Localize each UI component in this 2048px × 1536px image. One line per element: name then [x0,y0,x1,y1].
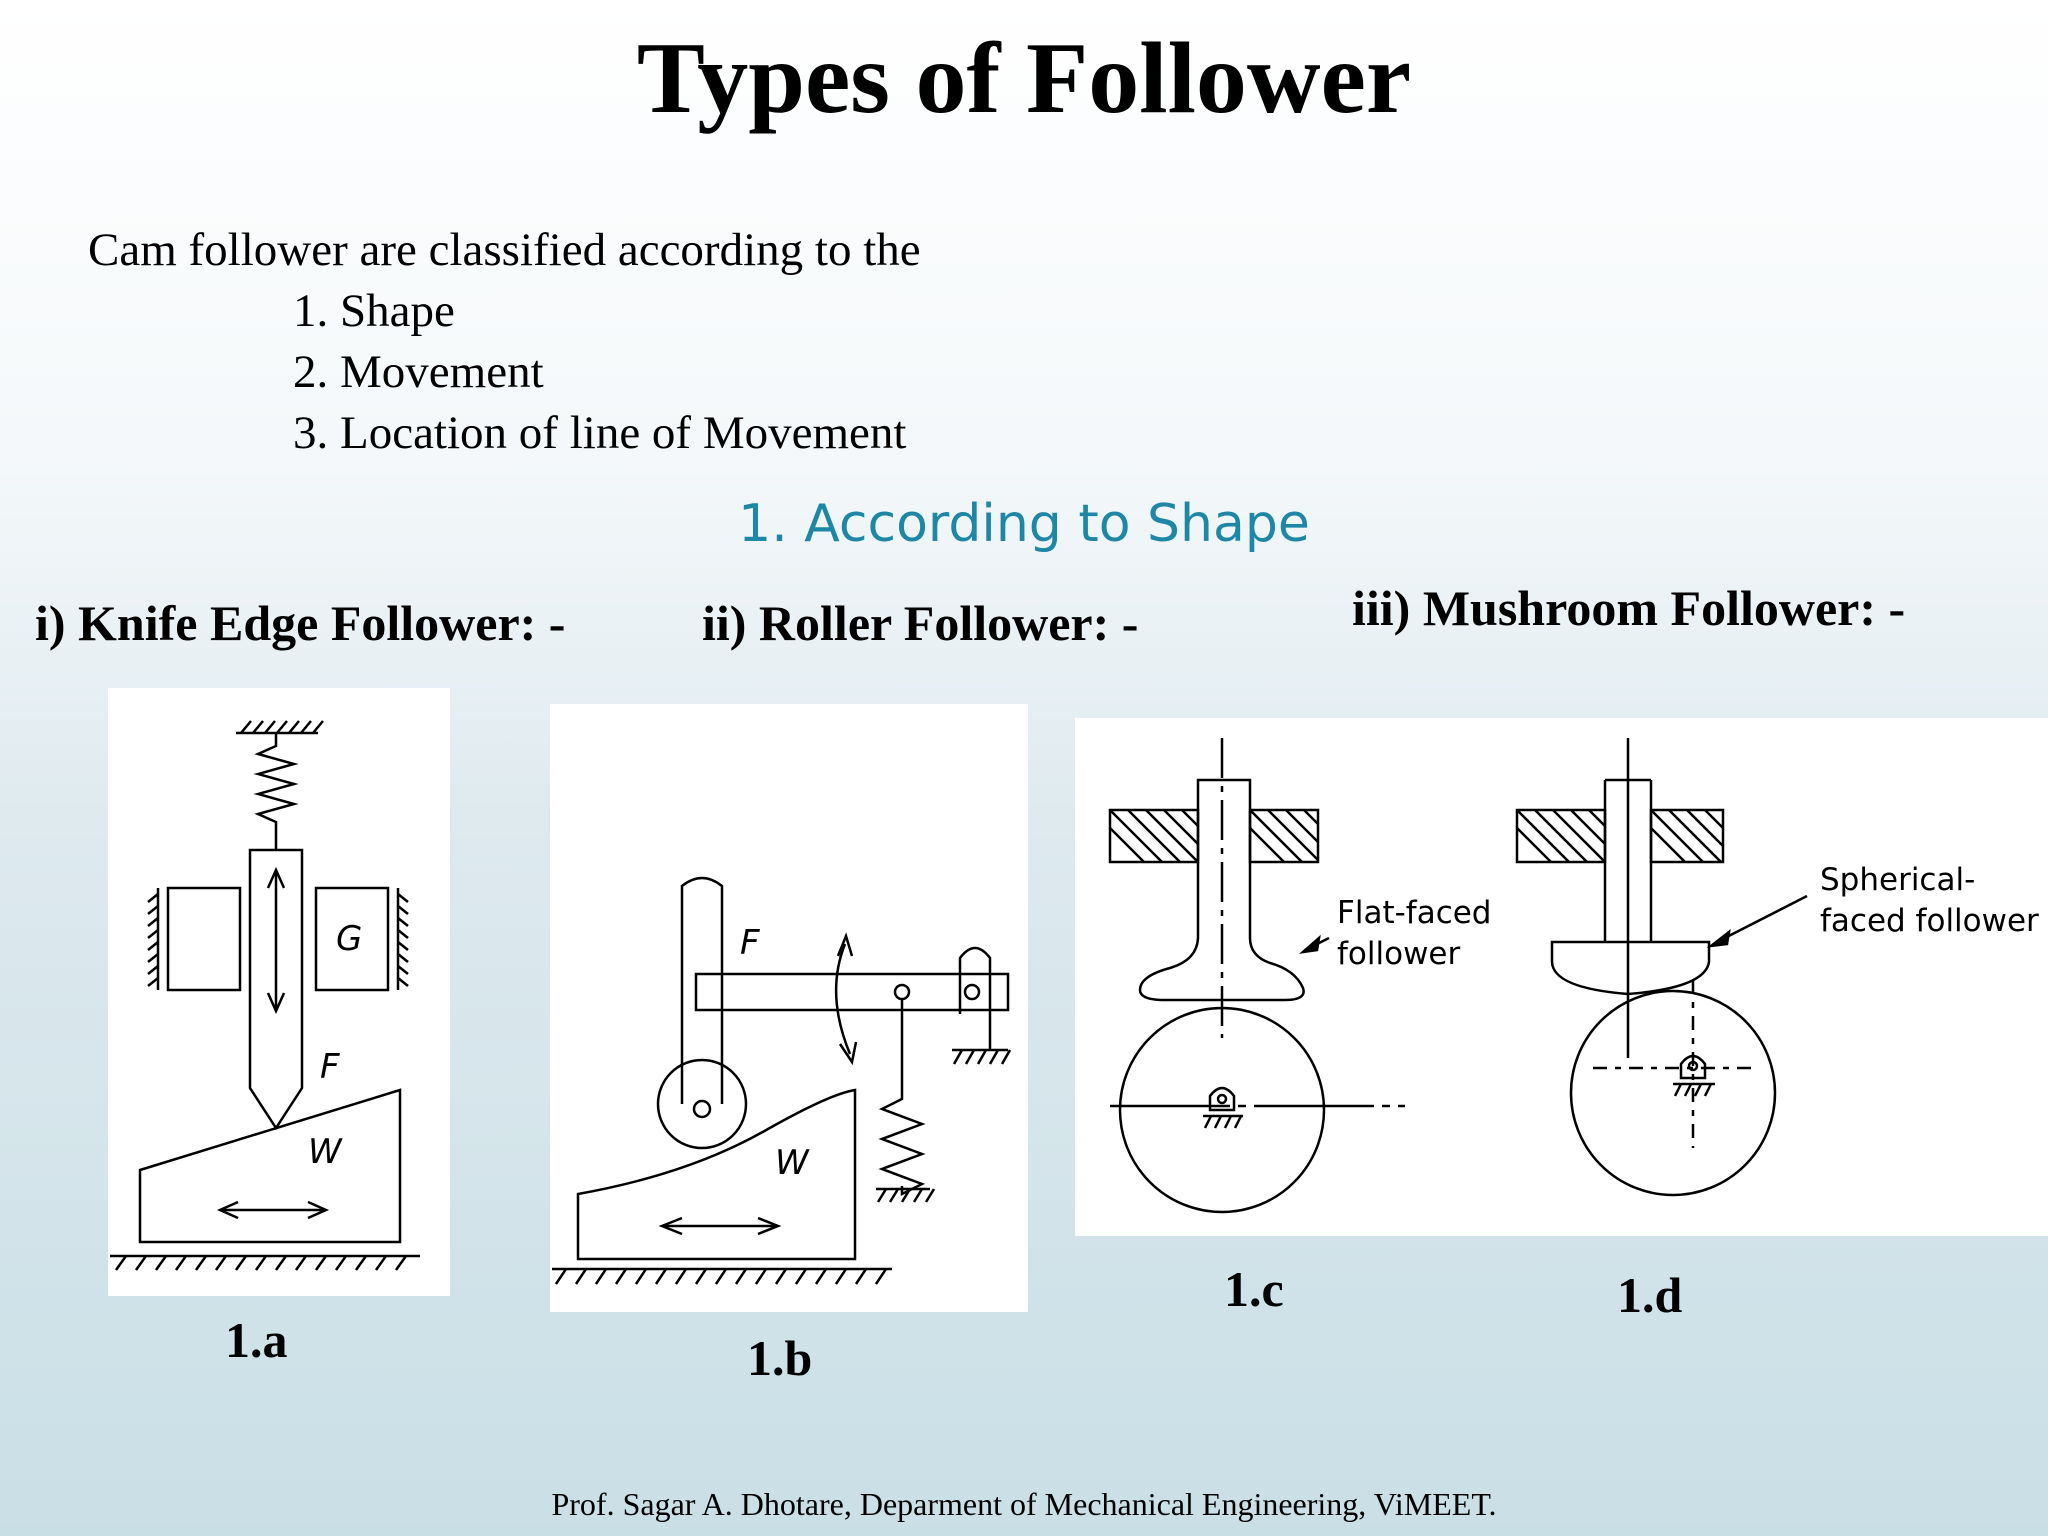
figure-mushroom: Flat-faced follower Spherical- faced fol… [1075,718,2048,1236]
figure-roller: F W [550,704,1028,1312]
roller-heading: ii) Roller Follower: - [702,595,1139,651]
section-heading: 1. According to Shape [738,494,1310,554]
caption-1b: 1.b [747,1330,813,1386]
label-flat-faced-2: follower [1337,936,1460,972]
label-spherical-1: Spherical- [1820,862,1975,898]
label-flat-faced-1: Flat-faced [1337,895,1492,931]
intro-block: Cam follower are classified according to… [88,220,921,464]
label-f-roller: F [740,923,760,963]
slide-title: Types of Follower [636,22,1412,135]
figure-knife-edge: G F W [108,688,450,1296]
list-item-shape: 1. Shape [293,285,455,337]
list-item-location: 3. Location of line of Movement [293,407,907,459]
mushroom-heading: iii) Mushroom Follower: - [1352,580,1906,636]
caption-1a: 1.a [225,1312,288,1368]
caption-1c: 1.c [1224,1261,1284,1317]
label-w-roller: W [775,1143,810,1183]
caption-1d: 1.d [1617,1267,1683,1323]
intro-text: Cam follower are classified according to… [88,224,921,276]
footer-credit: Prof. Sagar A. Dhotare, Deparment of Mec… [551,1486,1497,1522]
label-w-knife: W [308,1132,343,1172]
label-f-knife: F [320,1047,340,1087]
knife-edge-heading: i) Knife Edge Follower: - [35,595,566,651]
label-spherical-2: faced follower [1820,903,2039,939]
list-item-movement: 2. Movement [293,346,544,398]
label-g: G [336,919,362,959]
